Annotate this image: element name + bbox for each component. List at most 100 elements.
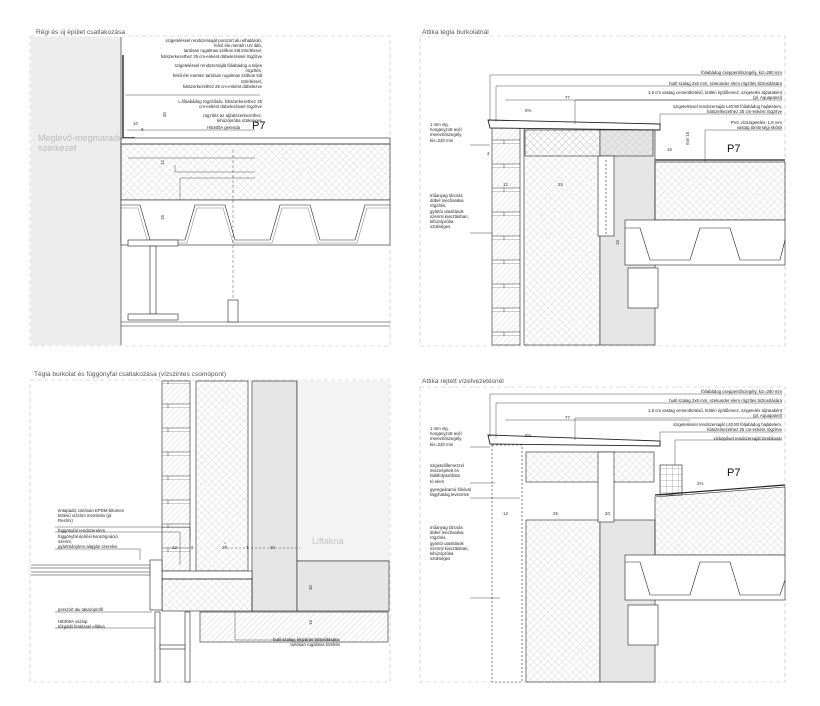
- slab-label-p7: P7: [727, 143, 741, 155]
- dim: min 15: [685, 131, 691, 146]
- dim: 12: [503, 182, 508, 187]
- dim: 6: [191, 545, 194, 550]
- insulation-lower: [161, 578, 253, 612]
- membrane-strip: [161, 570, 253, 580]
- panel-3-drawing: [31, 380, 390, 683]
- dim: 3: [141, 127, 144, 132]
- dim: 1: [246, 545, 249, 550]
- roof-insulation: [654, 161, 786, 221]
- slab-label-p7: P7: [727, 467, 741, 479]
- dim: 25: [558, 182, 563, 187]
- lift-shaft: [297, 381, 389, 561]
- dim: 20: [605, 511, 610, 516]
- insulation-layer: [120, 143, 391, 201]
- annotation: rögzítés az aljzatszerkezethez,kihúzópró…: [203, 113, 262, 124]
- curtain-wall-profile: [31, 559, 163, 611]
- dim: 10: [667, 147, 672, 152]
- hanger: [227, 299, 239, 323]
- panel-1-drawing: [31, 37, 391, 345]
- panel-3-title: Tégla burkolat és függönyfal csatlakozás…: [34, 371, 229, 378]
- panel-2-drawing: [470, 74, 786, 346]
- annotation: butil szalag 2x6 mm, szekunder elem rögz…: [669, 398, 782, 403]
- annotation: fóliabádog cseppentőszegély, kiz=280 mm: [701, 389, 782, 394]
- i-beam-he400a: [127, 239, 179, 321]
- annotation: fóliabádog cseppentőszegély, kiz=280 mm: [701, 70, 782, 75]
- deck-zone: [624, 554, 786, 601]
- annotation: porszórt alu takaróprofil: [58, 607, 103, 612]
- annotation: függönyfal rendszerelem: [58, 528, 106, 533]
- leaders-panel-1: [125, 94, 260, 200]
- annotation: 1,5 cm vastag cementkötésű, kültéri épít…: [648, 408, 782, 419]
- parapet-top-insulation: [525, 451, 655, 483]
- dim: 30: [307, 585, 313, 590]
- dim: 5%: [525, 433, 532, 438]
- leaders-panel-4: [470, 393, 782, 599]
- insulation: [523, 127, 601, 346]
- brick-cladding: [491, 127, 521, 346]
- anchor-block: [597, 451, 615, 523]
- lower-masonry: [199, 611, 389, 643]
- concrete-wall: [251, 380, 298, 612]
- annotation: 1,5 cm vastag cementkötésű, kültéri épít…: [648, 90, 782, 101]
- annotation: butil szalag, légzárás biztosítására,tar…: [273, 637, 340, 648]
- annotation: vízköpővel rendszersaját tömbkosár: [713, 436, 782, 441]
- dim: 12: [159, 160, 165, 165]
- insulation: [525, 519, 601, 683]
- dim: 15: [307, 620, 313, 625]
- leaders-panel-3: [55, 526, 340, 641]
- annotation: L fóliabádog rögzítősáv, hátszerkezethez…: [178, 99, 262, 110]
- i-beam-he300a: [154, 611, 191, 683]
- brick-cladding: [491, 444, 523, 683]
- dim: 20: [270, 545, 275, 550]
- annotation: szigeteléssel rendszersaját porszórt alu…: [160, 38, 262, 59]
- dim: 15: [159, 215, 165, 220]
- panel-4-drawing: [470, 393, 786, 683]
- steel-plate: [627, 604, 659, 646]
- leaders-panel-2: [470, 74, 782, 234]
- existing-structure: [31, 37, 121, 345]
- roof-insulation: [654, 486, 786, 556]
- concrete-wall: [599, 519, 656, 683]
- panel-2-title: Attika tégla burkolatnál: [422, 29, 491, 36]
- dim: 30: [161, 112, 167, 117]
- existing-structure-label-line: szerkezet: [38, 143, 77, 153]
- drain-basket: [659, 464, 683, 496]
- annotation: szigeteléssel rendszersaját L40.80 fólia…: [673, 104, 782, 115]
- annotation: butil szalag 2x6 mm, szekunder elem rögz…: [669, 81, 782, 86]
- panel-1-title: Régi és új épület csatlakozása: [36, 29, 128, 36]
- annotation: szigeteléssel rendszersaját L40.80 fólia…: [673, 422, 782, 433]
- annotation: szigeteléssel rendszersaját fóliabádog a…: [172, 63, 262, 89]
- shaft-wall: [296, 560, 390, 612]
- trapezoid-deck-zone: [120, 199, 391, 246]
- frame-panel-3: [29, 379, 391, 683]
- steel-plate: [627, 267, 659, 309]
- annotation: HE400A gerenda: [207, 125, 240, 130]
- parapet-coping: [487, 119, 661, 131]
- trapezoid-deck: [625, 561, 786, 596]
- dim: 2%: [697, 481, 704, 486]
- deck-zone: [624, 219, 786, 266]
- dim: 12: [172, 545, 177, 550]
- dim: 10: [133, 121, 138, 126]
- dim: 3: [487, 151, 490, 156]
- trapezoid-deck: [625, 227, 786, 261]
- sloped-membrane: [654, 484, 786, 496]
- dim: 5%: [525, 108, 532, 113]
- panel-4-title: Attika rejtett vízelvezetésnél: [422, 378, 506, 385]
- dim: 25: [553, 511, 558, 516]
- slab-label-p7: P7: [252, 120, 266, 132]
- roof-membrane: [120, 137, 391, 145]
- shaft-label: Liftakna: [312, 536, 344, 546]
